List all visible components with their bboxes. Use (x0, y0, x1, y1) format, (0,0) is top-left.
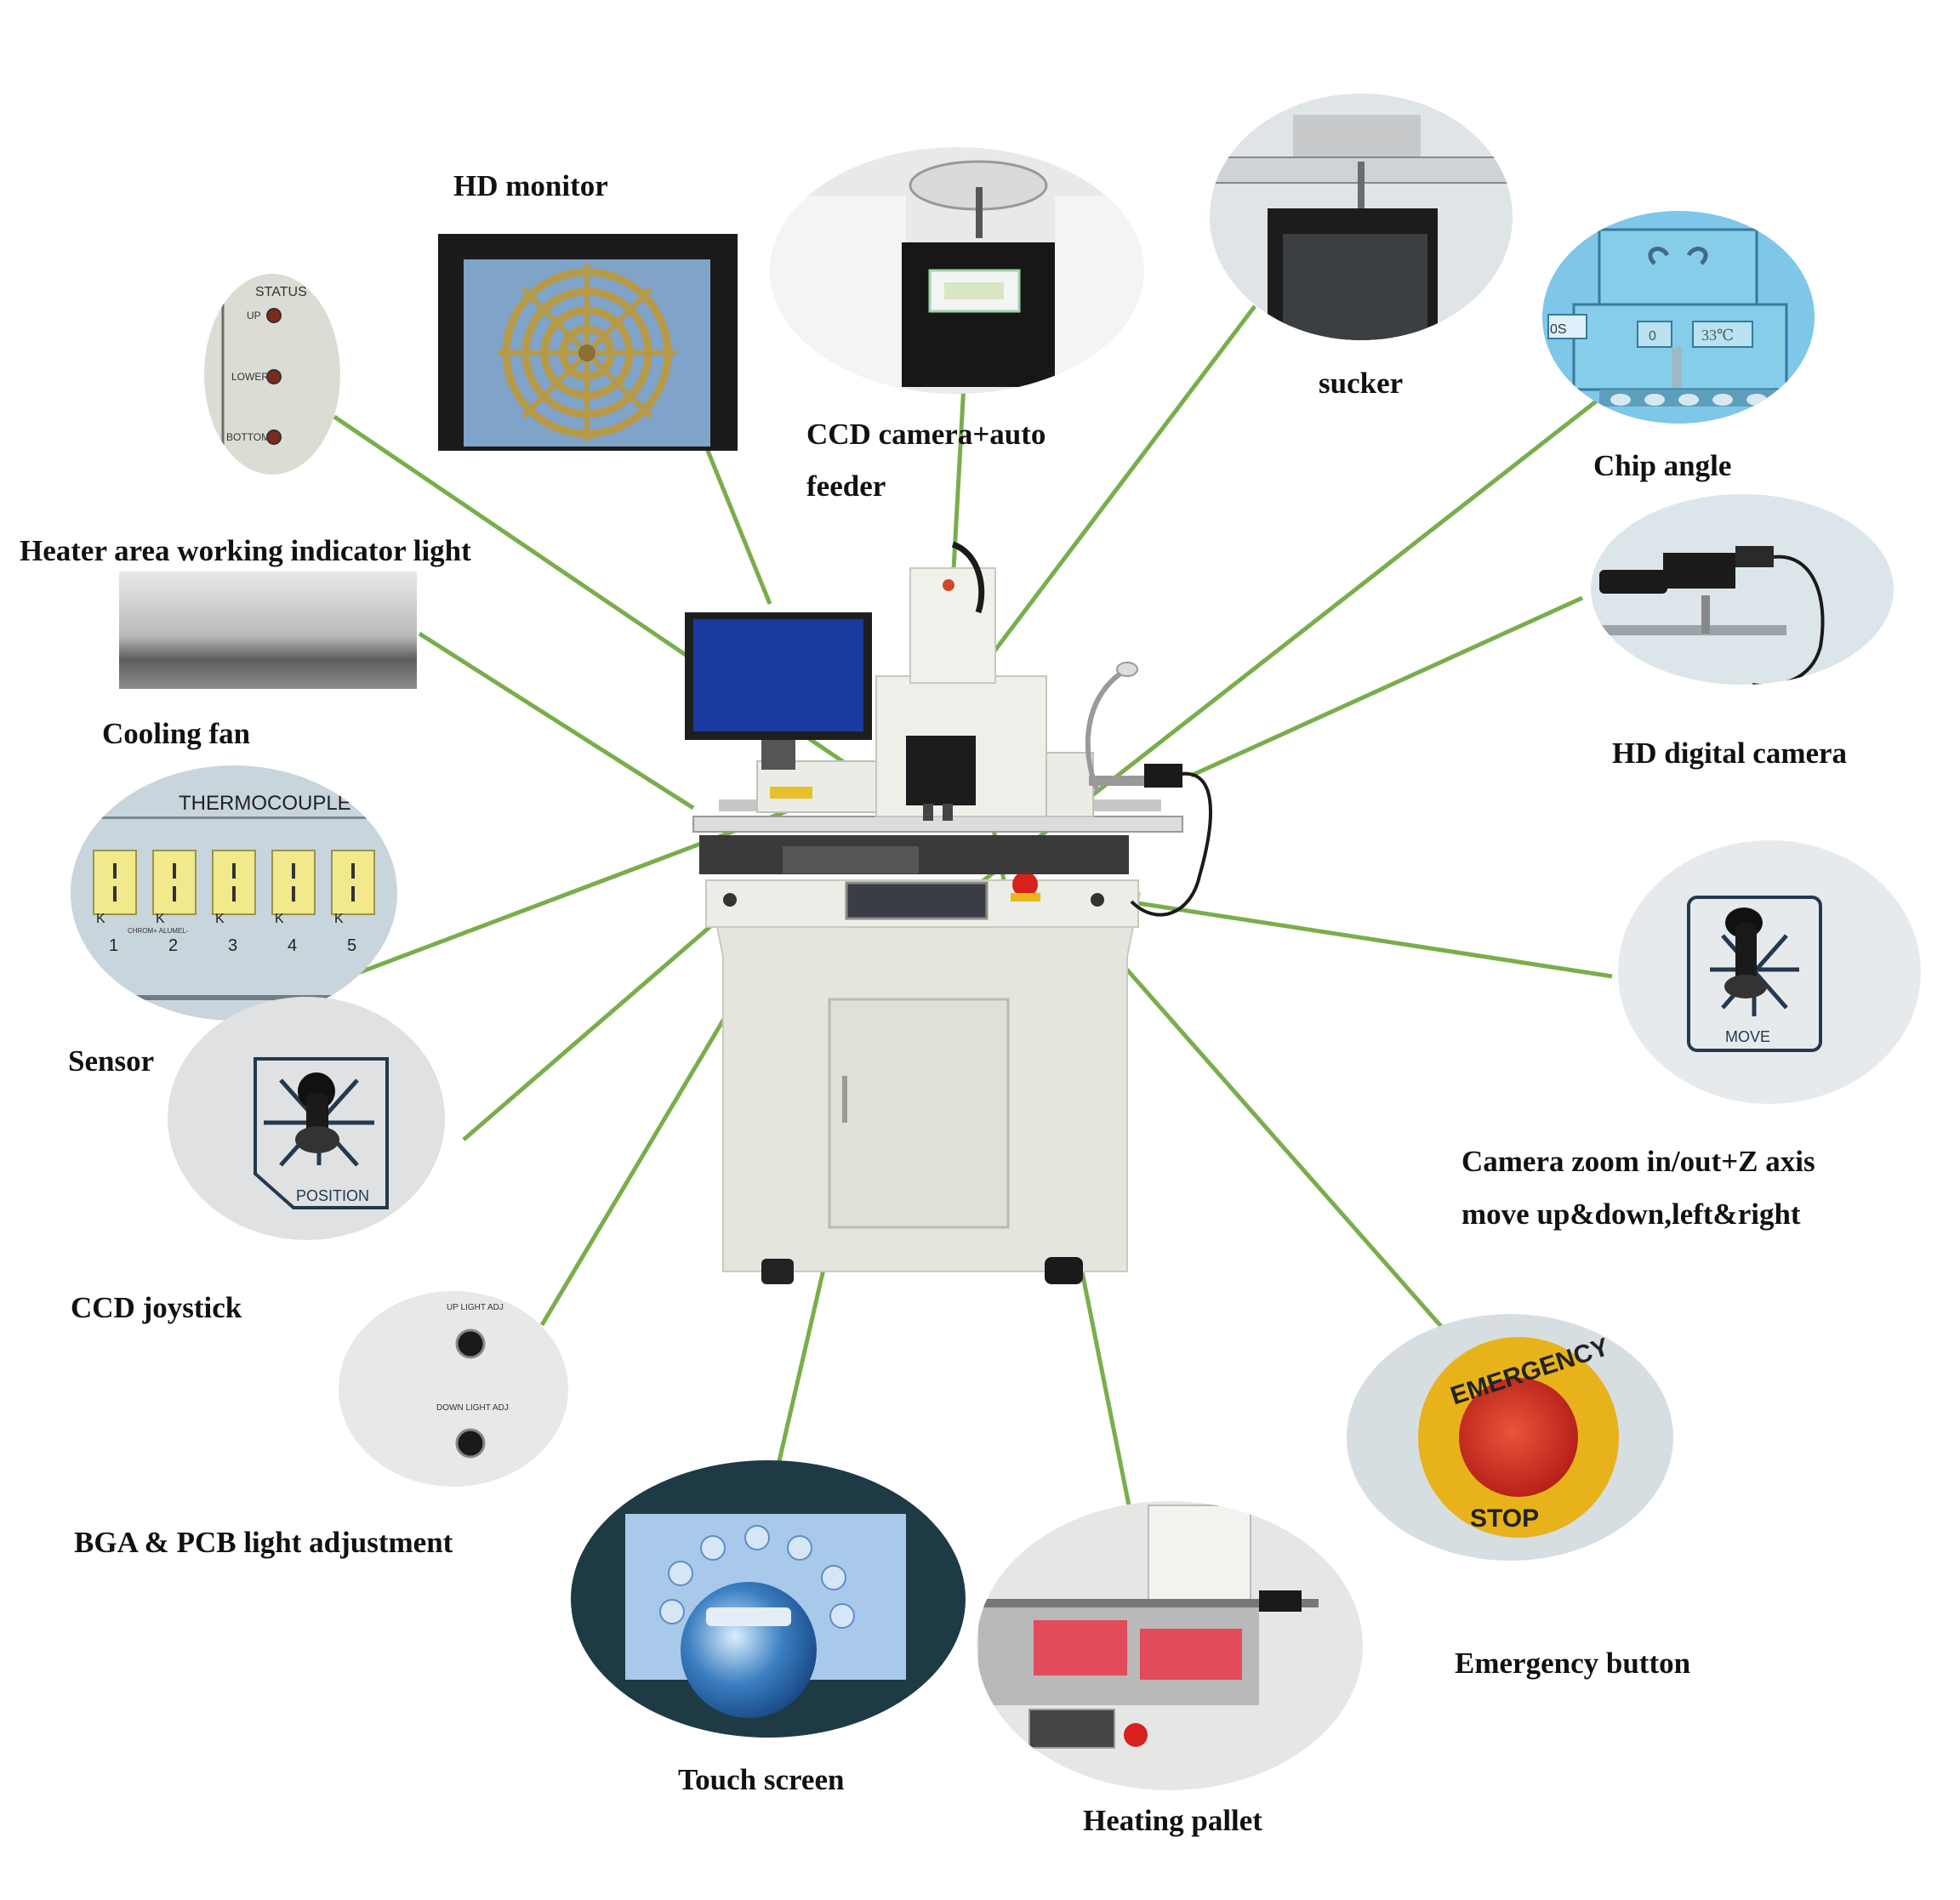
thermocouple-port-4: K 4 (271, 850, 316, 955)
leader-hd-monitor (704, 446, 772, 605)
inset-emergency-stop: EMERGENCY STOP (1347, 1314, 1673, 1561)
label-hd-monitor: HD monitor (453, 169, 608, 202)
thermocouple-port-3: K 3 (212, 850, 256, 955)
knob-down-label: DOWN LIGHT ADJ (436, 1403, 509, 1413)
thermocouple-port-4-label: 4 (288, 936, 297, 955)
position-joystick-label: POSITION (296, 1187, 369, 1204)
label-ccd-camera-line2: feeder (806, 469, 886, 503)
emergency-stop-cap (1459, 1378, 1578, 1497)
label-heating-pallet: Heating pallet (1083, 1804, 1262, 1837)
inset-hd-digital-camera (1591, 494, 1894, 685)
machine-side-camera (1144, 764, 1182, 788)
thermocouple-port-5: K 5 (331, 850, 375, 955)
inset-light-knobs: UP LIGHT ADJ DOWN LIGHT ADJ (339, 1291, 568, 1487)
inset-ccd-camera (770, 147, 1144, 394)
thermocouple-port-1-letter: K (96, 912, 105, 926)
leader-sucker (971, 304, 1256, 682)
leader-hd-digital-camera (1189, 595, 1584, 778)
rework-station (685, 541, 1212, 1284)
thermocouple-port-2-letter: K (156, 912, 165, 926)
label-ccd-camera-line1: CCD camera+auto (806, 418, 1046, 451)
leader-cooling-fan (418, 631, 695, 811)
thermocouple-port-5-letter: K (334, 912, 344, 926)
inset-touch-screen (571, 1460, 966, 1738)
thermocouple-port-2-label: 2 (168, 936, 178, 955)
inset-cooling-fan (119, 572, 417, 689)
status-item-bottom: BOTTOM (226, 431, 270, 443)
label-ccd-joystick: CCD joystick (71, 1291, 242, 1324)
leader-ccd-joystick (462, 921, 716, 1141)
chip-angle-value-temp: 33℃ (1701, 327, 1734, 344)
machine-stop-button (1012, 872, 1038, 897)
label-cooling-fan: Cooling fan (102, 717, 251, 750)
thermocouple-port-text: CHROM+ ALUMEL- (128, 927, 189, 935)
label-emergency-button: Emergency button (1455, 1647, 1691, 1680)
status-item-lower: LOWER (231, 371, 269, 383)
inset-status-panel: STATUS UP LOWER BOTTOM (204, 274, 340, 475)
status-led-bottom (266, 429, 282, 445)
inset-position-joystick: POSITION (168, 997, 445, 1240)
inset-move-joystick: MOVE (1618, 840, 1921, 1104)
label-camera-zoom-line1: Camera zoom in/out+Z axis (1461, 1145, 1815, 1178)
cabinet-door (828, 998, 1010, 1229)
thermocouple-port-2: K 2 (152, 850, 197, 955)
chip-angle-edge-text: 0S (1550, 322, 1567, 337)
label-heater-indicator: Heater area working indicator light (20, 534, 471, 567)
thermocouple-port-4-letter: K (275, 912, 284, 926)
machine-touch-screen (845, 881, 989, 920)
label-sucker: sucker (1319, 367, 1404, 400)
knob-up (455, 1328, 486, 1359)
caster-left (761, 1259, 794, 1284)
thermocouple-port-1-label: 1 (109, 936, 118, 955)
label-light-adjustment: BGA & PCB light adjustment (74, 1526, 453, 1559)
inset-hd-monitor (438, 234, 738, 451)
chip-angle-value-0: 0 (1649, 329, 1656, 344)
inset-heating-pallet (977, 1501, 1363, 1790)
label-touch-screen: Touch screen (678, 1763, 845, 1796)
inset-chip-angle: 0 33℃ 0S (1542, 211, 1815, 424)
inset-sucker (1210, 94, 1513, 340)
status-led-up (266, 308, 282, 323)
status-led-lower (266, 369, 282, 384)
emergency-stop-bottom: STOP (1470, 1505, 1539, 1533)
inset-thermocouple: THERMOCOUPLE K 1 K 2 K 3 (71, 765, 397, 1021)
label-chip-angle: Chip angle (1593, 449, 1732, 482)
move-joystick-label: MOVE (1725, 1028, 1770, 1045)
thermocouple-title: THERMOCOUPLE (179, 792, 351, 815)
leader-camera-zoom (1126, 899, 1613, 979)
knob-up-label: UP LIGHT ADJ (447, 1303, 504, 1312)
thermocouple-port-5-label: 5 (347, 936, 356, 955)
thermocouple-port-3-label: 3 (228, 936, 237, 955)
thermocouple-port-3-letter: K (215, 912, 225, 926)
label-hd-digital-camera: HD digital camera (1612, 737, 1848, 770)
caster-right (1045, 1257, 1083, 1284)
knob-down (455, 1428, 486, 1459)
thermocouple-port-1: K 1 (93, 850, 137, 955)
label-camera-zoom-line2: move up&down,left&right (1461, 1197, 1801, 1231)
machine-head (906, 736, 976, 805)
label-sensor: Sensor (68, 1044, 155, 1078)
status-item-up: UP (247, 310, 261, 321)
status-title: STATUS (255, 285, 307, 299)
